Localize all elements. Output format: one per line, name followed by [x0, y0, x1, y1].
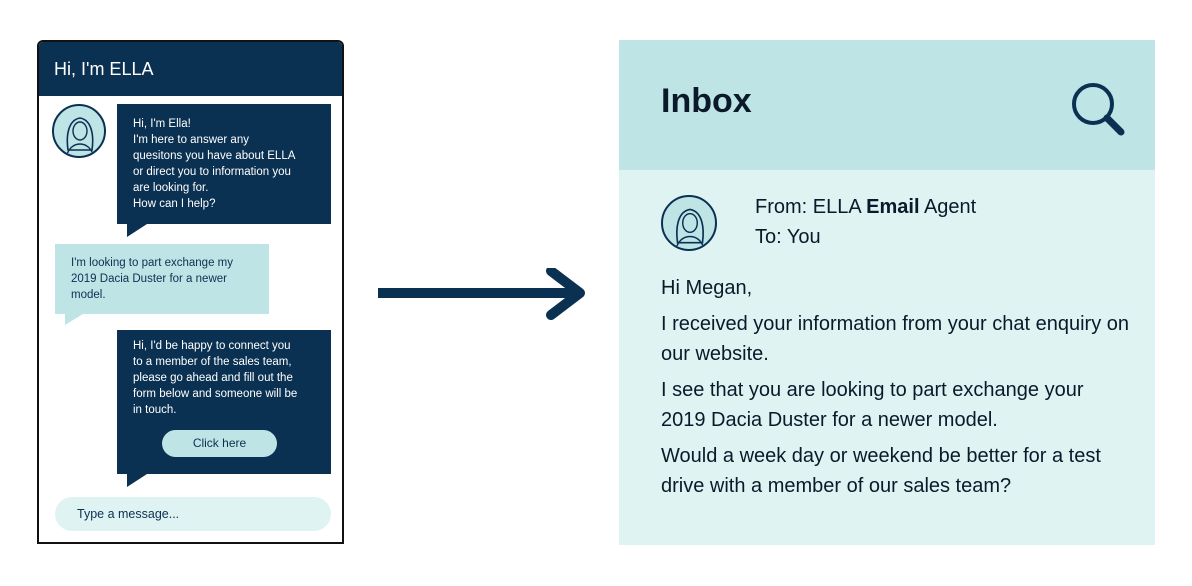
- message-input[interactable]: Type a message...: [55, 497, 331, 531]
- bubble-tail: [65, 314, 83, 325]
- from-suffix: Agent: [919, 196, 977, 218]
- email-paragraph: Would a week day or weekend be better fo…: [661, 445, 1101, 497]
- email-greeting: Hi Megan,: [661, 277, 753, 299]
- email-inbox: Inbox From: ELLA Email Agent To: You Hi …: [619, 40, 1155, 545]
- bubble-tail: [127, 474, 147, 487]
- chat-message-bot: Hi, I'd be happy to connect you to a mem…: [117, 330, 331, 474]
- from-bold: Email: [866, 196, 920, 218]
- chat-widget: Hi, I'm ELLA Hi, I'm Ella! I'm here to a…: [37, 40, 344, 544]
- chat-message-user: I'm looking to part exchange my 2019 Dac…: [55, 244, 269, 314]
- email-to: To: You: [755, 226, 821, 248]
- email-meta: From: ELLA Email Agent To: You: [755, 192, 976, 252]
- email-paragraph: I see that you are looking to part excha…: [661, 379, 1084, 431]
- ella-avatar-icon: [52, 104, 106, 158]
- chat-message-text: Hi, I'd be happy to connect you to a mem…: [133, 340, 298, 416]
- email-body: Hi Megan, I received your information fr…: [661, 273, 1131, 507]
- from-prefix: From: ELLA: [755, 196, 867, 218]
- inbox-header: Inbox: [619, 40, 1155, 170]
- inbox-title: Inbox: [661, 82, 752, 120]
- chat-message-bot: Hi, I'm Ella! I'm here to answer any que…: [117, 104, 331, 224]
- arrow-right-icon: [378, 268, 585, 320]
- email-from: From: ELLA Email Agent: [755, 192, 976, 222]
- bubble-tail: [127, 224, 147, 237]
- sender-avatar-icon: [661, 195, 717, 251]
- click-here-button[interactable]: Click here: [162, 430, 277, 457]
- email-paragraph: I received your information from your ch…: [661, 313, 1129, 365]
- chat-message-text: I'm looking to part exchange my 2019 Dac…: [71, 257, 233, 301]
- chat-message-text: Hi, I'm Ella! I'm here to answer any que…: [133, 118, 296, 210]
- chat-header-title: Hi, I'm ELLA: [39, 42, 342, 96]
- search-icon[interactable]: [1069, 80, 1127, 138]
